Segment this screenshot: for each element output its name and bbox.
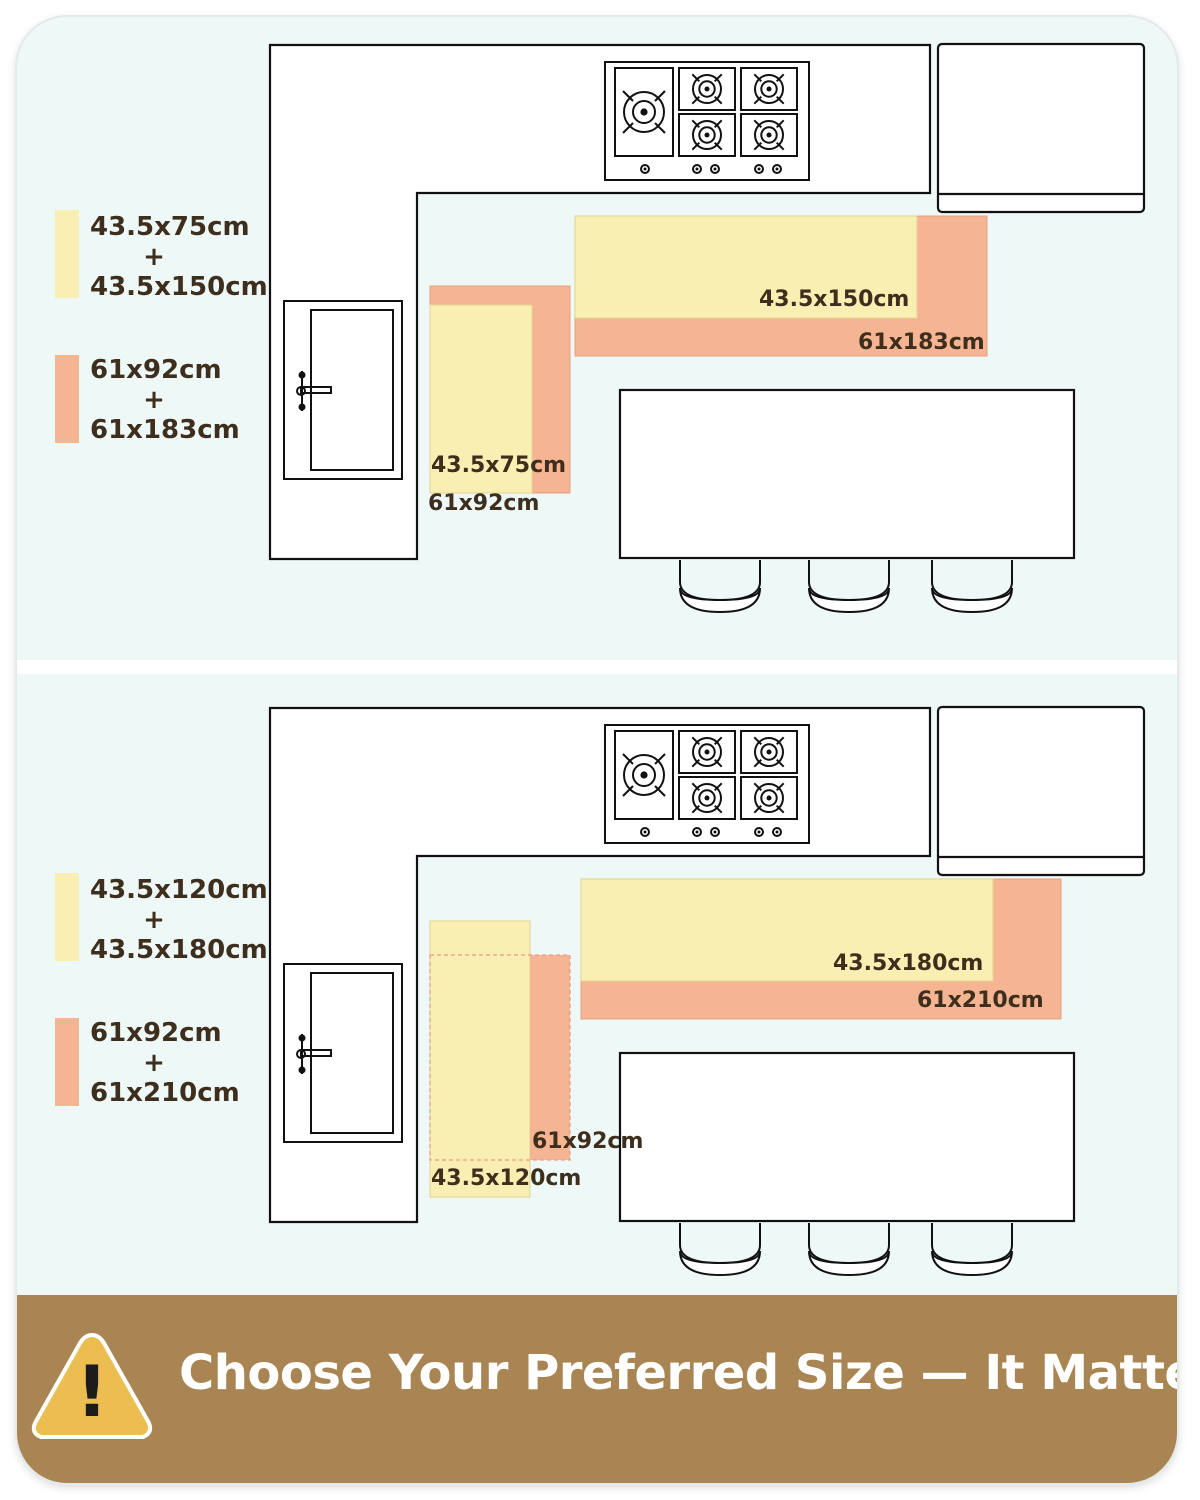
mat-label-salmon-short: 61x92cm <box>428 491 540 516</box>
kitchen-island <box>618 1051 1076 1223</box>
legend-salmon-swatch <box>55 355 79 443</box>
bar-stool-icon <box>679 1223 761 1277</box>
mat-yellow-long <box>574 215 918 319</box>
mat-salmon-short-outline <box>429 954 571 1161</box>
mat-label-yellow-long: 43.5x180cm <box>833 951 984 976</box>
floor-plan-1 <box>268 42 1146 614</box>
mat-label-salmon-long: 61x210cm <box>917 988 1044 1013</box>
mat-label-yellow-short: 43.5x75cm <box>431 453 567 478</box>
kitchen-layout-2: 43.5x120cm + 43.5x180cm 61x92cm + 61x210… <box>17 680 1177 1320</box>
mat-salmon-short <box>530 955 570 1160</box>
legend-yellow-size-a: 43.5x120cm <box>90 875 268 905</box>
mat-label-salmon-long: 61x183cm <box>858 330 985 355</box>
l-counter <box>268 706 932 1224</box>
section-divider <box>17 660 1177 674</box>
sink-icon <box>283 300 403 480</box>
bar-stool-icon <box>808 1223 890 1277</box>
gas-stove-icon <box>604 724 810 844</box>
mat-yellow-short <box>429 920 531 1198</box>
bar-stool-icon <box>808 560 890 614</box>
legend-salmon-size-a: 61x92cm <box>90 355 222 385</box>
legend-salmon-swatch <box>55 1018 79 1106</box>
fridge-icon <box>936 42 1146 214</box>
sink-icon <box>283 963 403 1143</box>
legend-yellow-size-b: 43.5x180cm <box>90 935 268 965</box>
fridge-icon <box>936 705 1146 877</box>
legend-salmon-size-b: 61x210cm <box>90 1078 240 1108</box>
infographic-card: 43.5x75cm + 43.5x150cm 61x92cm + 61x183c… <box>17 17 1177 1483</box>
l-counter <box>268 43 932 561</box>
bar-stool-icon <box>931 560 1013 614</box>
legend-salmon-plus: + <box>143 1048 165 1078</box>
legend-yellow-plus: + <box>143 905 165 935</box>
legend-salmon-size-b: 61x183cm <box>90 415 240 445</box>
bar-stool-icon <box>931 1223 1013 1277</box>
mat-yellow-long <box>580 878 994 982</box>
kitchen-island <box>618 388 1076 560</box>
mat-label-yellow-short: 43.5x120cm <box>431 1166 582 1191</box>
mat-yellow-short <box>429 304 533 494</box>
legend-yellow-size-a: 43.5x75cm <box>90 212 250 242</box>
gas-stove-icon <box>604 61 810 181</box>
mat-label-yellow-long: 43.5x150cm <box>759 287 910 312</box>
legend-yellow-size-b: 43.5x150cm <box>90 272 268 302</box>
bar-stool-icon <box>679 560 761 614</box>
floor-plan-2 <box>268 705 1146 1277</box>
legend-salmon-plus: + <box>143 385 165 415</box>
legend-yellow-plus: + <box>143 242 165 272</box>
legend-salmon-size-a: 61x92cm <box>90 1018 222 1048</box>
legend-yellow-swatch <box>55 873 79 961</box>
kitchen-layout-1: 43.5x75cm + 43.5x150cm 61x92cm + 61x183c… <box>17 17 1177 657</box>
bottom-banner: ! Choose Your Preferred Size — It Matter… <box>17 1295 1177 1483</box>
legend-yellow-swatch <box>55 210 79 298</box>
mat-label-salmon-short: 61x92cm <box>532 1129 644 1154</box>
warning-icon: ! <box>29 1329 155 1443</box>
banner-title: Choose Your Preferred Size — It Matters <box>179 1345 1177 1401</box>
